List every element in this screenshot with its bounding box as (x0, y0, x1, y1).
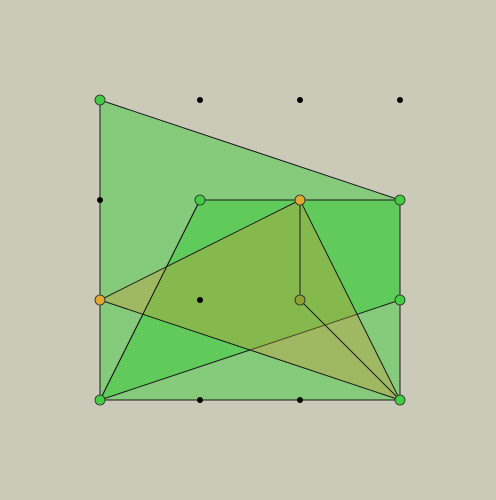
vertex-bottom-left[interactable] (94, 394, 106, 406)
inner-rect-left-edge (99, 199, 201, 401)
grid-peg (197, 97, 203, 103)
grid-peg (297, 397, 303, 403)
grid-peg (297, 97, 303, 103)
vertex-top-middle[interactable] (294, 194, 306, 206)
yellow-triangle[interactable] (98, 199, 401, 401)
grid-peg (397, 97, 403, 103)
diagonal-divider-edge (299, 299, 401, 401)
vertex-right-middle[interactable] (394, 294, 406, 306)
vertex-center[interactable] (294, 294, 306, 306)
grid-peg (97, 197, 103, 203)
vertex-inner-top-left[interactable] (194, 194, 206, 206)
vertex-left-middle[interactable] (94, 294, 106, 306)
vertex-bottom-right[interactable] (394, 394, 406, 406)
vertices-layer[interactable] (94, 94, 406, 406)
vertex-right-upper[interactable] (394, 194, 406, 206)
grid-peg (197, 297, 203, 303)
grid-peg (197, 397, 203, 403)
vertex-top-left[interactable] (94, 94, 106, 106)
